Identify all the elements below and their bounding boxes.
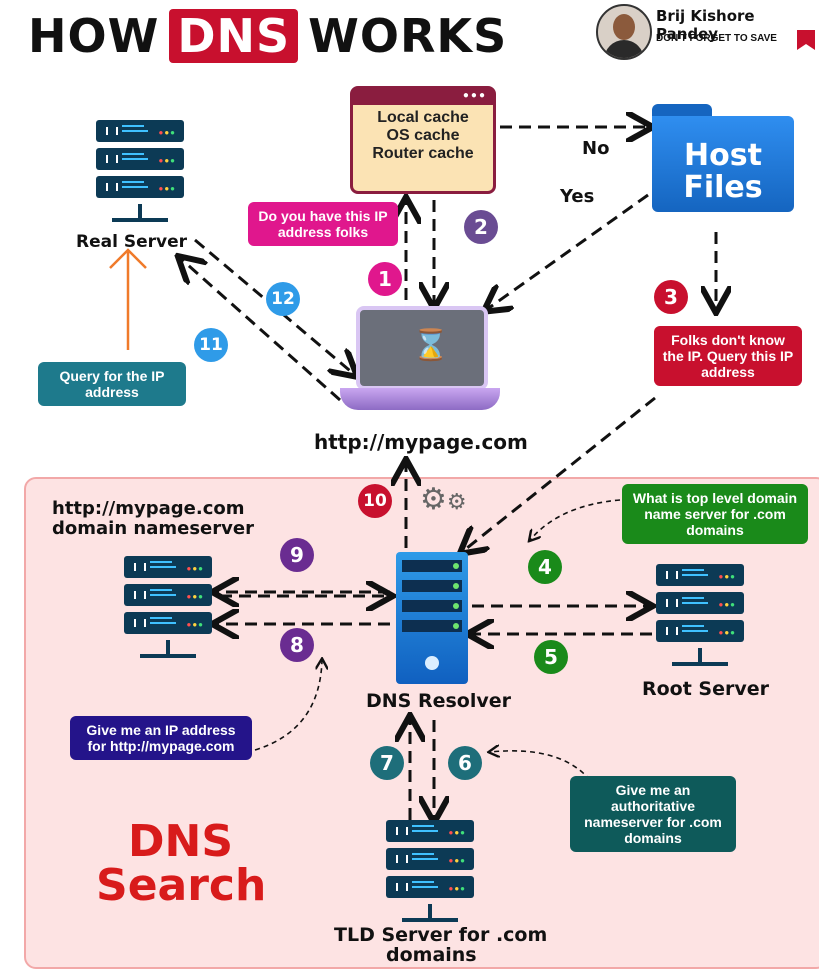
laptop-base (340, 388, 500, 410)
dns-resolver-label: DNS Resolver (366, 690, 512, 712)
author-tagline: DON'T FORGET TO SAVE (656, 33, 777, 44)
dns-search-label-line2: Search (96, 860, 267, 911)
edge-label-yes: Yes (560, 186, 595, 207)
callout-give-ip: Give me an IP address for http://mypage.… (70, 716, 252, 760)
step-badge-12: 12 (266, 282, 300, 316)
bookmark-icon (797, 30, 815, 50)
tld-label-line2: domains (386, 944, 477, 966)
cache-window: ●●● Local cache OS cache Router cache (350, 86, 496, 194)
arrow-laptop-to-real-server (180, 258, 341, 402)
tld-server-icon: ●●● ●●● ●●● (386, 820, 474, 922)
domain-ns-label-line2: domain nameserver (52, 518, 254, 539)
callout-ask-folks: Do you have this IP address folks (248, 202, 398, 246)
step-badge-2: 2 (464, 210, 498, 244)
avatar-body-icon (604, 40, 644, 58)
window-titlebar: ●●● (353, 89, 493, 105)
step-badge-9: 9 (280, 538, 314, 572)
dns-search-label-line1: DNS (128, 816, 234, 867)
host-files-line1: Host (684, 138, 762, 173)
cache-line-os: OS cache (386, 127, 460, 144)
step-badge-10: 10 (358, 484, 392, 518)
title-dns: DNS (169, 9, 299, 63)
cache-line-local: Local cache (377, 109, 469, 126)
curve-give-ip (254, 660, 322, 751)
edge-label-no: No (582, 138, 610, 159)
arrow-host-to-laptop (486, 193, 649, 310)
domain-nameserver-icon: ●●● ●●● ●●● (124, 556, 212, 658)
real-server-icon: ●●● ●●● ●●● (96, 120, 184, 222)
callout-give-auth: Give me an authoritative nameserver for … (570, 776, 736, 852)
curve-give-auth (490, 751, 591, 781)
gears-icon: ⚙⚙ (420, 483, 467, 516)
author-avatar (596, 4, 652, 60)
root-server-icon: ●●● ●●● ●●● (656, 564, 744, 666)
step-badge-1: 1 (368, 262, 402, 296)
callout-folks-dont-know: Folks don't know the IP. Query this IP a… (654, 326, 802, 386)
callout-top-level: What is top level domain name server for… (622, 484, 808, 544)
root-server-label: Root Server (642, 678, 770, 700)
step-badge-11: 11 (194, 328, 228, 362)
title-how: HOW (28, 9, 160, 63)
step-badge-4: 4 (528, 550, 562, 584)
browser-url-label: http://mypage.com (314, 430, 528, 454)
step-badge-5: 5 (534, 640, 568, 674)
author-name: Brij Kishore Pandey (656, 7, 755, 43)
dns-resolver-icon (396, 552, 468, 684)
host-files-folder-icon: Host Files (652, 104, 794, 212)
hourglass-icon: ⌛ (412, 329, 450, 362)
step-badge-7: 7 (370, 746, 404, 780)
real-server-label: Real Server (76, 232, 187, 252)
step-badge-6: 6 (448, 746, 482, 780)
tld-label-line1: TLD Server for .com (334, 924, 548, 946)
curve-top-level (530, 499, 621, 540)
avatar-head-icon (613, 14, 635, 40)
step-badge-3: 3 (654, 280, 688, 314)
host-files-line2: Files (683, 170, 763, 205)
cache-line-router: Router cache (372, 145, 474, 162)
step-badge-8: 8 (280, 628, 314, 662)
page-title: HOW DNS WORKS (28, 6, 507, 66)
domain-ns-label-line1: http://mypage.com (52, 498, 245, 519)
callout-query-ip: Query for the IP address (38, 362, 186, 406)
laptop-icon: ⌛ (356, 306, 488, 390)
title-works: WORKS (308, 9, 508, 63)
arrow-query-to-resolver (462, 396, 656, 552)
